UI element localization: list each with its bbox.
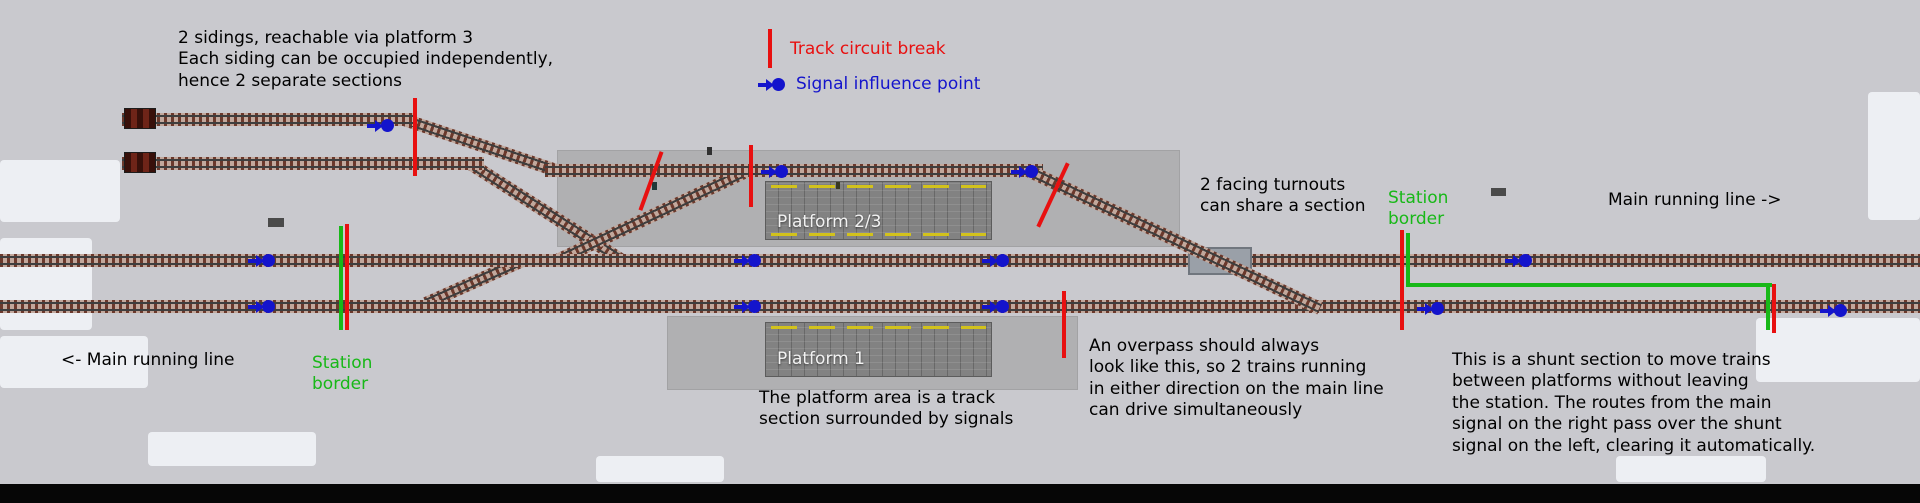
platform-edge-line [771,233,986,236]
siding-1-track [122,113,414,126]
station-border-right-label: Station border [1388,188,1449,230]
vehicle-decoration [1491,188,1506,196]
platform-1-label: Platform 1 [777,349,865,369]
legend-signal-influence-icon [758,76,785,93]
shunt-section-line [1406,283,1772,287]
track-circuit-break-marker [749,145,753,207]
station-border-left-label: Station border [312,353,373,395]
signal-influence-icon [367,117,394,134]
signal-influence-icon [734,252,761,269]
pedestrian-decoration [652,182,657,190]
main-running-line-right-label: Main running line -> [1608,190,1782,210]
legend-signal-influence-label: Signal influence point [796,74,981,94]
snow-patch [0,238,92,330]
main-line-lower-track [0,300,1920,313]
pedestrian-decoration [707,147,712,155]
sidings-note: 2 sidings, reachable via platform 3 Each… [178,28,554,91]
snow-patch [1616,456,1766,482]
snow-patch [0,336,148,388]
platform-2-3-label: Platform 2/3 [777,212,882,232]
legend-circuit-break-icon [768,29,772,68]
buffer-stop [124,152,156,173]
bottom-bar [0,484,1920,503]
facing-turnouts-note: 2 facing turnouts can share a section [1200,175,1366,217]
snow-patch [1756,318,1920,382]
vehicle-decoration [268,218,284,227]
buffer-stop [124,108,156,129]
pedestrian-decoration [836,182,840,189]
platform-1: Platform 1 [765,322,992,377]
track-circuit-break-marker [413,98,417,176]
snow-patch [1868,92,1920,220]
track-circuit-break-marker [1400,230,1404,330]
legend-circuit-break-label: Track circuit break [790,39,946,59]
main-line-upper-track [0,254,1920,267]
station-border-line-left [339,226,343,330]
signal-influence-icon [761,163,788,180]
snow-patch [148,432,316,466]
signal-influence-icon [1820,302,1847,319]
track-circuit-break-marker [1062,291,1066,358]
signal-influence-icon [734,298,761,315]
signal-influence-icon [1011,163,1038,180]
siding-2-track [122,157,484,170]
signal-influence-icon [1505,252,1532,269]
platform-track [545,164,1043,177]
signal-influence-icon [982,298,1009,315]
track-circuit-break-marker [1772,284,1776,333]
platform-2-3: Platform 2/3 [765,181,992,240]
main-running-line-left-label: <- Main running line [61,350,235,370]
station-border-line-right [1406,233,1410,286]
shunt-section-note: This is a shunt section to move trains b… [1452,350,1816,456]
signal-influence-icon [248,252,275,269]
platform-edge-line [771,326,986,329]
platform-area-note: The platform area is a track section sur… [759,388,1014,430]
track-circuit-break-marker [345,224,349,330]
signal-influence-icon [1417,300,1444,317]
shunt-section-line-end [1766,283,1770,330]
overpass-note: An overpass should always look like this… [1089,336,1384,421]
platform-edge-line [771,185,986,188]
snow-patch [0,160,120,222]
snow-patch [596,456,724,482]
signal-influence-icon [982,252,1009,269]
signal-influence-icon [248,298,275,315]
